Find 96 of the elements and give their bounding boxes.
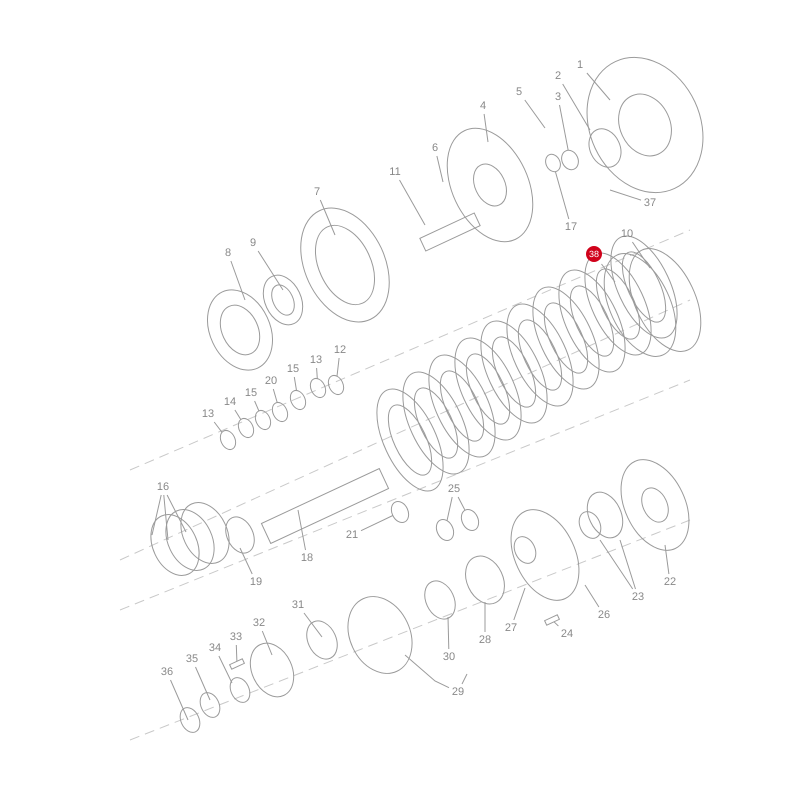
leader-line: [254, 400, 260, 412]
leader-line: [554, 171, 570, 220]
callout-number: 32: [252, 617, 266, 629]
leader-line: [524, 100, 546, 128]
leader-line: [195, 666, 210, 700]
leader-line: [601, 264, 616, 282]
leader-line: [664, 544, 670, 574]
callout-number: 18: [300, 552, 314, 564]
washer: [545, 154, 561, 172]
callout-number: 9: [250, 237, 256, 249]
callout-number: 3: [554, 91, 562, 103]
callout-number: 2: [554, 70, 562, 82]
leader-line: [240, 548, 253, 574]
washer: [561, 150, 579, 170]
callout-number: 6: [432, 142, 438, 154]
leader-line: [484, 602, 486, 632]
leader-line: [152, 494, 162, 536]
leader-line: [170, 680, 188, 720]
leader-line: [294, 376, 297, 391]
leader-line: [163, 494, 168, 540]
callout-number: 36: [160, 666, 174, 678]
highlighted-callout-number: 38: [586, 246, 602, 262]
callout-number: 22: [664, 576, 676, 588]
leader-line: [448, 616, 450, 650]
callout-number: 33: [230, 631, 242, 643]
seal-ring: [436, 519, 454, 541]
callout-number: 27: [504, 622, 518, 634]
callout-number: 19: [250, 576, 262, 588]
callout-number: 25: [448, 483, 460, 495]
leader-line: [484, 114, 488, 142]
bolt: [228, 658, 246, 670]
circlip: [310, 378, 326, 398]
bolt: [544, 614, 560, 626]
bush: [238, 418, 254, 438]
leader-line: [166, 494, 186, 532]
leader-line: [230, 260, 246, 300]
callout-number: 24: [560, 628, 574, 640]
callout-number: 35: [186, 653, 198, 665]
leader-line: [610, 190, 642, 201]
leader-line: [272, 388, 278, 403]
callout-number: 13: [202, 408, 214, 420]
callout-number: 1: [576, 59, 584, 71]
leader-line: [316, 368, 318, 380]
callout-number: 15: [286, 363, 300, 375]
callout-number: 30: [442, 651, 456, 663]
leader-line: [336, 358, 340, 377]
leader-line: [632, 242, 650, 268]
callout-number: 8: [224, 247, 232, 259]
callout-number: 29: [452, 686, 464, 698]
callout-number: 5: [516, 86, 522, 98]
seal-ring: [460, 509, 480, 531]
leader-line: [436, 156, 444, 182]
leader-line: [462, 674, 468, 684]
callout-number: 34: [208, 642, 222, 654]
leader-line: [258, 250, 284, 290]
washer: [272, 402, 288, 422]
leader-line: [360, 515, 394, 532]
callout-number: 23: [632, 591, 644, 603]
leader-line: [214, 422, 222, 433]
callout-number: 28: [478, 634, 492, 646]
callout-number: 16: [156, 481, 170, 493]
leader-line: [554, 621, 559, 626]
leader-line: [298, 510, 306, 550]
leader-line: [262, 630, 272, 656]
leader-line: [399, 180, 426, 226]
callout-number: 12: [334, 344, 346, 356]
leader-line: [404, 654, 450, 688]
leader-line: [584, 584, 600, 608]
callout-number: 4: [480, 100, 486, 112]
callout-number: 11: [389, 166, 401, 178]
callout-number: 13: [310, 354, 322, 366]
leader-line: [559, 104, 569, 151]
leader-line: [446, 496, 453, 522]
washer: [254, 410, 272, 430]
leader-line: [218, 656, 232, 684]
circlip: [390, 501, 410, 523]
callout-number: 26: [598, 609, 610, 621]
leader-line: [562, 84, 590, 130]
washer: [290, 390, 306, 410]
leader-line: [236, 644, 238, 662]
bearing-ring: [328, 374, 344, 396]
callout-number: 31: [292, 599, 304, 611]
callout-number: 37: [644, 197, 656, 209]
callout-number: 17: [564, 221, 578, 233]
callout-number: 15: [244, 387, 258, 399]
leader-line: [586, 72, 610, 100]
leader-line: [234, 410, 242, 420]
callout-number: 21: [346, 529, 358, 541]
circlip: [220, 430, 236, 450]
callout-number: 20: [264, 375, 278, 387]
leader-line: [620, 540, 636, 590]
leader-line: [600, 540, 634, 590]
leader-line: [513, 588, 526, 620]
callout-number: 7: [314, 186, 320, 198]
callout-number: 14: [224, 396, 236, 408]
leader-line: [458, 496, 466, 511]
